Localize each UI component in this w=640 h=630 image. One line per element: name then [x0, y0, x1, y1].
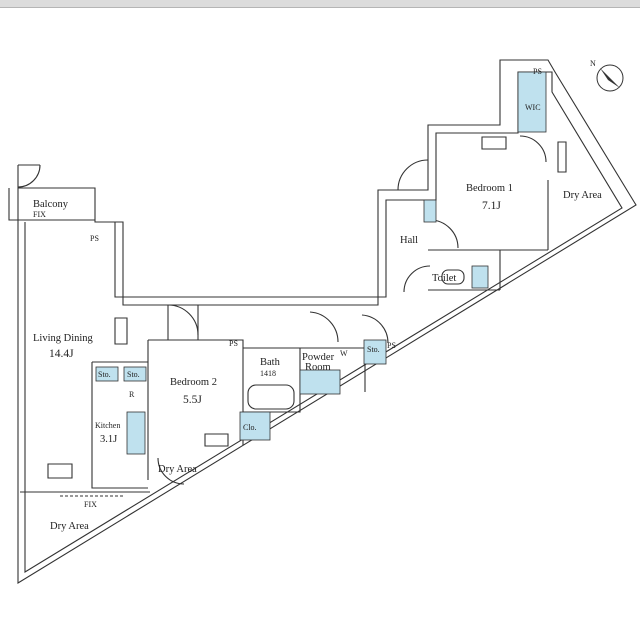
ps-label-powder: PS [387, 341, 396, 350]
bath-label: Bath [260, 357, 281, 368]
compass: N [590, 59, 624, 92]
toilet-bowl [441, 269, 465, 285]
balcony-fix-label: FIX [33, 210, 46, 219]
bedroom1-door-swing [429, 219, 459, 249]
bedroom2-size: 5.5J [183, 394, 202, 406]
powder-room-line2: Room [305, 362, 331, 373]
toilet-sink-fill [471, 265, 489, 289]
refrigerator-label: R [129, 390, 135, 399]
bedroom2-door-swing [167, 304, 199, 336]
bedroom2-wall [148, 339, 244, 445]
closet-label: Clo. [243, 423, 257, 432]
powder-door-swing [309, 311, 339, 343]
toilet-wall [428, 249, 501, 290]
balcony-label: Balcony [33, 199, 69, 210]
balcony-wall [8, 188, 95, 221]
hall-label: Hall [400, 235, 418, 246]
compass-needle-icon [600, 68, 620, 88]
dry-area-middle-label: Dry Area [158, 464, 197, 475]
inner-wall [24, 71, 623, 573]
dry-area-bottom-label: Dry Area [50, 521, 89, 532]
bedroom1-label: Bedroom 1 [466, 183, 513, 194]
bathtub [247, 384, 295, 410]
sto-label-1: Sto. [98, 370, 111, 379]
powder-sink-fill [299, 369, 341, 395]
bath-size: 1418 [260, 369, 276, 378]
powder-room-line1: Powder [302, 352, 335, 363]
bedroom2-label: Bedroom 2 [170, 377, 217, 388]
kitchen-size: 3.1J [100, 434, 117, 445]
bedroom1-size: 7.1J [482, 200, 501, 212]
hall-sto-fill [423, 199, 437, 223]
kitchen-label: Kitchen [95, 421, 120, 430]
sto-fill-2 [123, 366, 147, 382]
hall-door-swing [397, 159, 429, 191]
bedroom1-desk [481, 136, 507, 150]
compass-ring [596, 64, 624, 92]
top-border [0, 0, 640, 8]
bedroom2-desk [204, 433, 229, 447]
ps-label-bedroom2: PS [229, 339, 238, 348]
washer-label: W [340, 349, 348, 358]
dry-area-door-swing [157, 457, 185, 485]
wic-label: WIC [525, 103, 541, 112]
walls [8, 59, 637, 584]
kitchen-counter-fill [126, 411, 146, 455]
compass-label: N [590, 59, 596, 68]
living-cabinet [114, 317, 128, 345]
toilet-label: Toilet [432, 273, 456, 284]
ps-label-living: PS [90, 234, 99, 243]
kitchen-wall [91, 362, 148, 489]
balcony-door-swing [17, 164, 41, 188]
wic-fill [517, 71, 547, 133]
storage-door-swing [361, 314, 389, 344]
closet-fill [239, 411, 271, 441]
sto-fill-1 [95, 366, 119, 382]
sto-label-2: Sto. [127, 370, 140, 379]
ps-label-wic: PS [533, 67, 542, 76]
wic-door-swing [519, 135, 547, 163]
dry-area-window [557, 141, 567, 173]
bottom-fix-label: FIX [84, 500, 97, 509]
living-dining-label: Living Dining [33, 333, 94, 344]
toilet-door-swing [403, 265, 431, 293]
outer-wall [17, 59, 637, 584]
sto-fill-3 [363, 339, 387, 365]
dry-area-right-label: Dry Area [563, 190, 602, 201]
living-fixture [47, 463, 73, 479]
living-dining-size: 14.4J [49, 348, 74, 360]
sto-label-3: Sto. [367, 345, 380, 354]
storage-areas [95, 71, 547, 455]
